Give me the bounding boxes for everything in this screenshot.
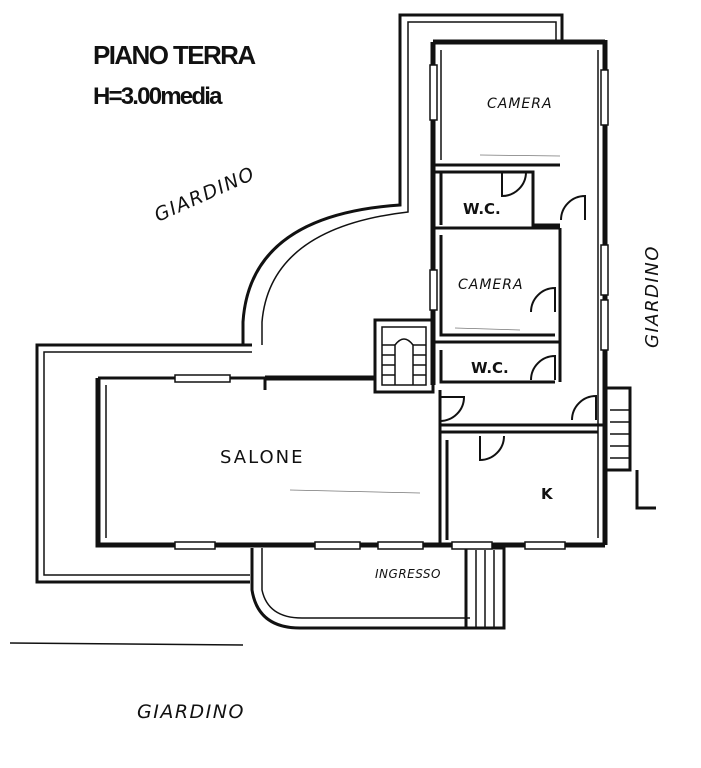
garden-label-bottom: GIARDINO	[137, 701, 245, 723]
inner-stairwell	[373, 318, 435, 394]
garden-label-right: GIARDINO	[642, 245, 663, 348]
drafting-lines	[9, 154, 561, 646]
main-walls	[95, 39, 608, 548]
windows	[174, 64, 609, 550]
curved-terrace-bottom	[250, 548, 470, 630]
plan-title: PIANO TERRA	[93, 40, 256, 70]
side-stairs	[605, 386, 656, 510]
ceiling-height: H=3.00media	[93, 83, 222, 110]
room-label-wc-2: W.C.	[471, 359, 509, 377]
room-label-bedroom-2: CAMERA	[458, 277, 524, 293]
terrace-left	[35, 343, 252, 584]
room-label-wc-1: W.C.	[463, 200, 501, 218]
entrance-stairs	[464, 546, 506, 630]
curved-wall-top	[241, 13, 564, 345]
room-label-kitchen: K	[541, 485, 554, 503]
room-label-living: SALONE	[220, 447, 304, 468]
room-label-bedroom-1: CAMERA	[487, 96, 553, 112]
entrance-label: INGRESSO	[375, 567, 441, 581]
garden-label-top: GIARDINO	[151, 163, 259, 227]
doors	[439, 171, 597, 462]
